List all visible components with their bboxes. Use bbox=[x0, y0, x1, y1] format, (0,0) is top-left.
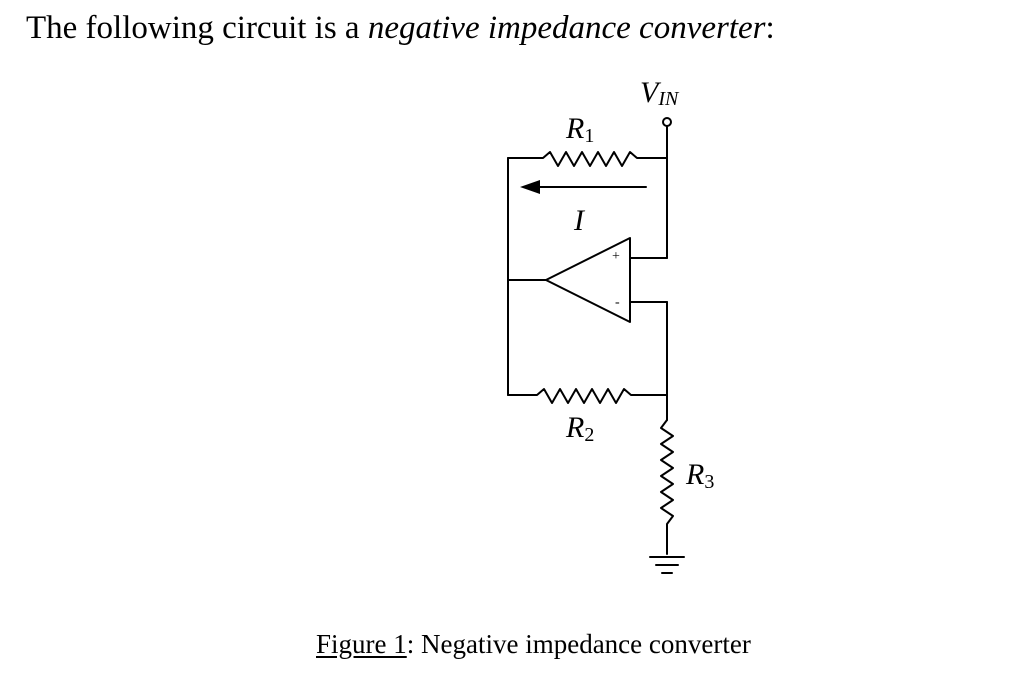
figure-reference: Figure 1 bbox=[316, 629, 407, 659]
label-vin: VIN bbox=[640, 76, 680, 110]
intro-colon: : bbox=[765, 10, 775, 46]
opamp-minus-sign: - bbox=[615, 295, 620, 310]
caption-text: : Negative impedance converter bbox=[406, 629, 751, 659]
vin-terminal bbox=[662, 117, 672, 127]
figure-caption: Figure 1: Negative impedance converter bbox=[316, 628, 751, 660]
intro-sentence: The following circuit is a negative impe… bbox=[26, 8, 775, 48]
r3-resistor bbox=[660, 419, 674, 555]
r1-resistor bbox=[507, 151, 668, 167]
label-r1: R1 bbox=[565, 112, 594, 147]
intro-emphasis: negative impedance converter bbox=[367, 10, 766, 46]
intro-text: The following circuit is a bbox=[26, 10, 368, 46]
r2-resistor bbox=[507, 388, 668, 404]
opamp-plus-sign: + bbox=[612, 249, 620, 264]
label-current: I bbox=[573, 204, 586, 237]
opamp-symbol bbox=[545, 237, 631, 323]
label-r3: R3 bbox=[685, 458, 714, 493]
current-arrow-head bbox=[520, 180, 540, 194]
label-r2: R2 bbox=[565, 411, 594, 446]
